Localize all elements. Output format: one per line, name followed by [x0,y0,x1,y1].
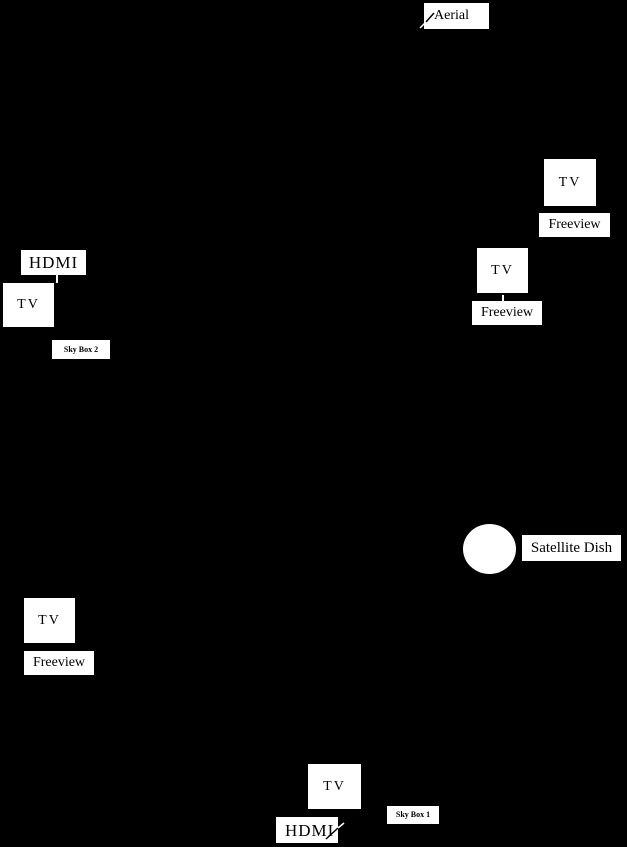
tv-box-left: TV [3,283,54,327]
freeview-box-right: Freeview [472,301,542,325]
aerial-label-box: Aerial [424,3,489,29]
hdmi-label-box-bottom: HDMI [276,817,338,843]
tv-box-right: TV [477,248,528,293]
sky-box-2-label-box: Sky Box 2 [52,340,110,359]
tv-box-bottom: TV [308,764,361,809]
satellite-dish-ellipse [463,524,516,574]
freeview-box-top-right: Freeview [539,213,610,237]
freeview-box-lower-left: Freeview [24,651,94,675]
sky-box-1-label-box: Sky Box 1 [387,806,439,824]
hdmi-tv-connector [56,275,58,283]
tv-box-lower-left: TV [24,598,75,643]
hdmi-label-box-left: HDMI [21,250,86,275]
satellite-dish-label-box: Satellite Dish [522,535,621,561]
hdmi-leader-line-outer [337,822,345,829]
tv-box-top-right: TV [544,159,596,206]
